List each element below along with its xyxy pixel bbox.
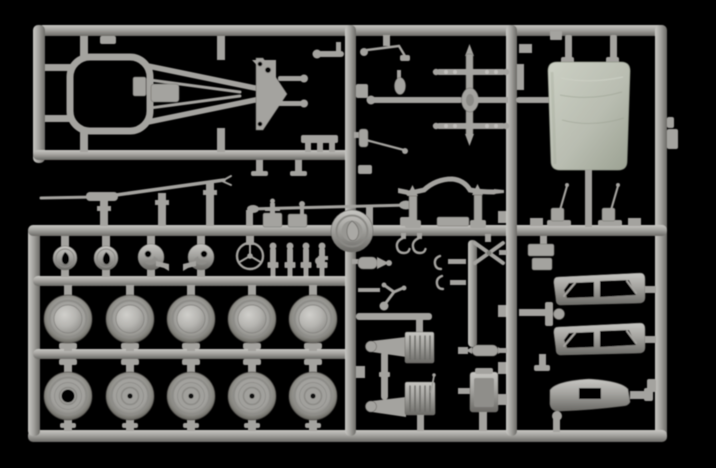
engine-block-half (365, 331, 435, 364)
road-wheel-back-half (104, 370, 156, 422)
parts-row (52, 236, 328, 277)
wishbone-linkage (356, 254, 466, 378)
hand-brake-levers (530, 183, 641, 226)
pulley-disc (93, 245, 119, 271)
front-axle-with-kingpin-towers (398, 176, 504, 228)
road-wheel-front-half (104, 293, 156, 345)
s-hooks (395, 233, 427, 255)
road-wheel-back-half (287, 370, 339, 422)
rail-mid-upper (33, 150, 353, 160)
muffler (458, 344, 507, 357)
sprue (28, 25, 678, 442)
crank-handle (360, 35, 410, 61)
rail-engine-column (468, 240, 477, 347)
wheel-grid (42, 285, 339, 431)
dashboard-cowl-panel (549, 378, 653, 432)
seat-bench-frame (552, 322, 657, 356)
shift-lever (354, 84, 408, 174)
road-wheel-front-half (42, 293, 94, 345)
rail-left-upper (33, 25, 45, 163)
sprue-hub (330, 209, 374, 253)
lever-with-ball (312, 42, 344, 59)
rail-parts-row-bottom (33, 276, 353, 286)
radiator (458, 368, 507, 431)
canvas-roof-panel (547, 31, 631, 227)
pulley-disc (52, 245, 78, 271)
gate-pad (517, 64, 524, 90)
gate (246, 236, 254, 245)
rail-right-column-vertical (506, 25, 517, 436)
valve-fittings (262, 198, 308, 228)
tie-rod (39, 175, 232, 226)
gate-pad (498, 211, 506, 223)
road-wheel-back-half (226, 370, 278, 422)
runner-frame (28, 25, 678, 442)
gate-pad (498, 305, 506, 317)
gate-pad (498, 362, 506, 374)
rail-wheel-mid (33, 349, 353, 359)
rail-tab (667, 129, 678, 149)
engine-block-half (365, 373, 436, 431)
road-wheel-front-half (226, 293, 278, 345)
wheel-center-hole (61, 389, 75, 403)
seat-bench-frame (552, 272, 657, 306)
rail-tab (667, 117, 674, 128)
road-wheel-front-half (287, 293, 339, 345)
drive-shaft-collar (379, 372, 390, 377)
chassis-ladder-frame (45, 36, 308, 152)
gate-pad (519, 44, 532, 53)
knob-linkage (519, 302, 565, 371)
road-wheel-front-half (165, 293, 217, 345)
gate-block-stack (527, 236, 555, 271)
ejector-pad (100, 36, 116, 44)
road-wheel-back-half (165, 370, 217, 422)
teardrop-lamp-body (394, 70, 406, 95)
rail-left-lower (28, 226, 40, 436)
small-fittings-under-rail (251, 135, 338, 176)
scissor-linkage (473, 234, 507, 265)
engine-parts (356, 313, 507, 431)
